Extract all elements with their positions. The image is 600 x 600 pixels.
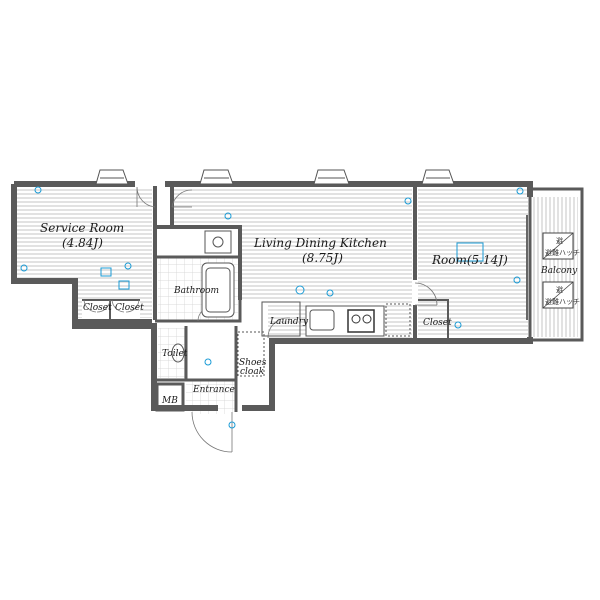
closet-door-a bbox=[83, 299, 111, 313]
ldk-name: Living Dining Kitchen bbox=[253, 236, 387, 250]
toilet-partition bbox=[155, 326, 238, 412]
windows bbox=[95, 169, 455, 185]
ldk-size: (8.75J) bbox=[302, 251, 343, 265]
outlet-11 bbox=[204, 358, 212, 366]
outlet-6 bbox=[326, 289, 334, 297]
balcony-name: Balcony bbox=[540, 266, 578, 276]
service-room-name: Service Room bbox=[40, 221, 124, 235]
evacuation-hatches: 避 避難ハッチ 避 避難ハッチ bbox=[542, 232, 580, 309]
walls bbox=[11, 181, 584, 412]
bath-partition bbox=[153, 255, 242, 408]
stove-burner-1 bbox=[351, 314, 361, 324]
laundry-door-swing bbox=[267, 317, 291, 339]
stove bbox=[347, 309, 375, 333]
window-1 bbox=[95, 169, 129, 185]
shoes-cloak-line1: Shoes bbox=[239, 358, 267, 368]
washbasin bbox=[204, 230, 232, 254]
bathtub bbox=[201, 262, 235, 318]
outlet-9 bbox=[513, 276, 521, 284]
shoes-cloak-line2: cloak bbox=[240, 367, 264, 377]
fridge-space bbox=[385, 303, 411, 337]
ldk-door-swing bbox=[171, 189, 193, 208]
outlet-2 bbox=[20, 264, 28, 272]
room-closet-wall bbox=[418, 299, 449, 340]
hatch-2: 避 避難ハッチ bbox=[542, 281, 580, 309]
toilet-bowl bbox=[171, 343, 185, 363]
room-name: Room(5.14J) bbox=[431, 253, 508, 267]
washbasin-drain bbox=[212, 236, 224, 248]
closet-room-name: Closet bbox=[423, 318, 452, 328]
closet-divider bbox=[82, 299, 140, 320]
balcony-rail bbox=[533, 187, 584, 342]
outlet-5 bbox=[295, 285, 305, 295]
mb-box bbox=[155, 382, 185, 412]
outlet-7 bbox=[404, 197, 412, 205]
hatch-1-label: 避難ハッチ bbox=[545, 248, 580, 257]
outlet-4 bbox=[224, 212, 232, 220]
outlet-10 bbox=[454, 321, 462, 329]
closet-b-name: Closet bbox=[115, 303, 144, 313]
window-2 bbox=[199, 169, 234, 185]
fixtures bbox=[20, 186, 524, 429]
outlet-3 bbox=[124, 262, 132, 270]
kitchen-sink bbox=[309, 309, 335, 331]
mb-name: MB bbox=[161, 396, 178, 406]
closet-a-name: Closet bbox=[83, 303, 112, 313]
bathroom-name: Bathroom bbox=[173, 286, 219, 296]
ldk-floor bbox=[172, 187, 412, 338]
service-room-size: (4.84J) bbox=[62, 236, 103, 250]
hatch-1: 避 避難ハッチ bbox=[542, 232, 580, 260]
hatch-2-top: 避 bbox=[556, 285, 563, 294]
room-door-swing bbox=[414, 282, 438, 306]
outlet-12 bbox=[228, 421, 236, 429]
room-floor bbox=[418, 187, 528, 337]
light-fixture bbox=[456, 242, 484, 262]
washer-pan bbox=[261, 301, 301, 337]
room-labels: Service Room (4.84J) Living Dining Kitch… bbox=[40, 221, 578, 406]
laundry-name: Laundry bbox=[269, 317, 309, 327]
stove-burner-2 bbox=[362, 314, 372, 324]
balcony-floor bbox=[533, 197, 578, 337]
outer-wall bbox=[11, 181, 533, 411]
toilet-name: Toilet bbox=[162, 349, 188, 359]
doors bbox=[83, 186, 528, 453]
hatch-2-label: 避難ハッチ bbox=[545, 297, 580, 306]
window-4 bbox=[421, 169, 455, 185]
outlet-1 bbox=[34, 186, 42, 194]
bathtub-inner bbox=[205, 267, 231, 313]
window-3 bbox=[313, 169, 350, 185]
shoes-cloak-floor bbox=[236, 330, 266, 380]
outlet-box-1 bbox=[100, 267, 112, 277]
entrance-door-swing bbox=[191, 411, 233, 453]
entrance-name: Entrance bbox=[192, 385, 235, 395]
closet-door-b bbox=[111, 299, 140, 313]
outlet-8 bbox=[516, 187, 524, 195]
service-room-door-swing bbox=[136, 186, 156, 208]
service-room-floor bbox=[17, 187, 152, 318]
hatch-1-top: 避 bbox=[556, 236, 563, 245]
outlet-box-2 bbox=[118, 280, 130, 290]
shoes-cloak-shelf bbox=[237, 331, 265, 377]
